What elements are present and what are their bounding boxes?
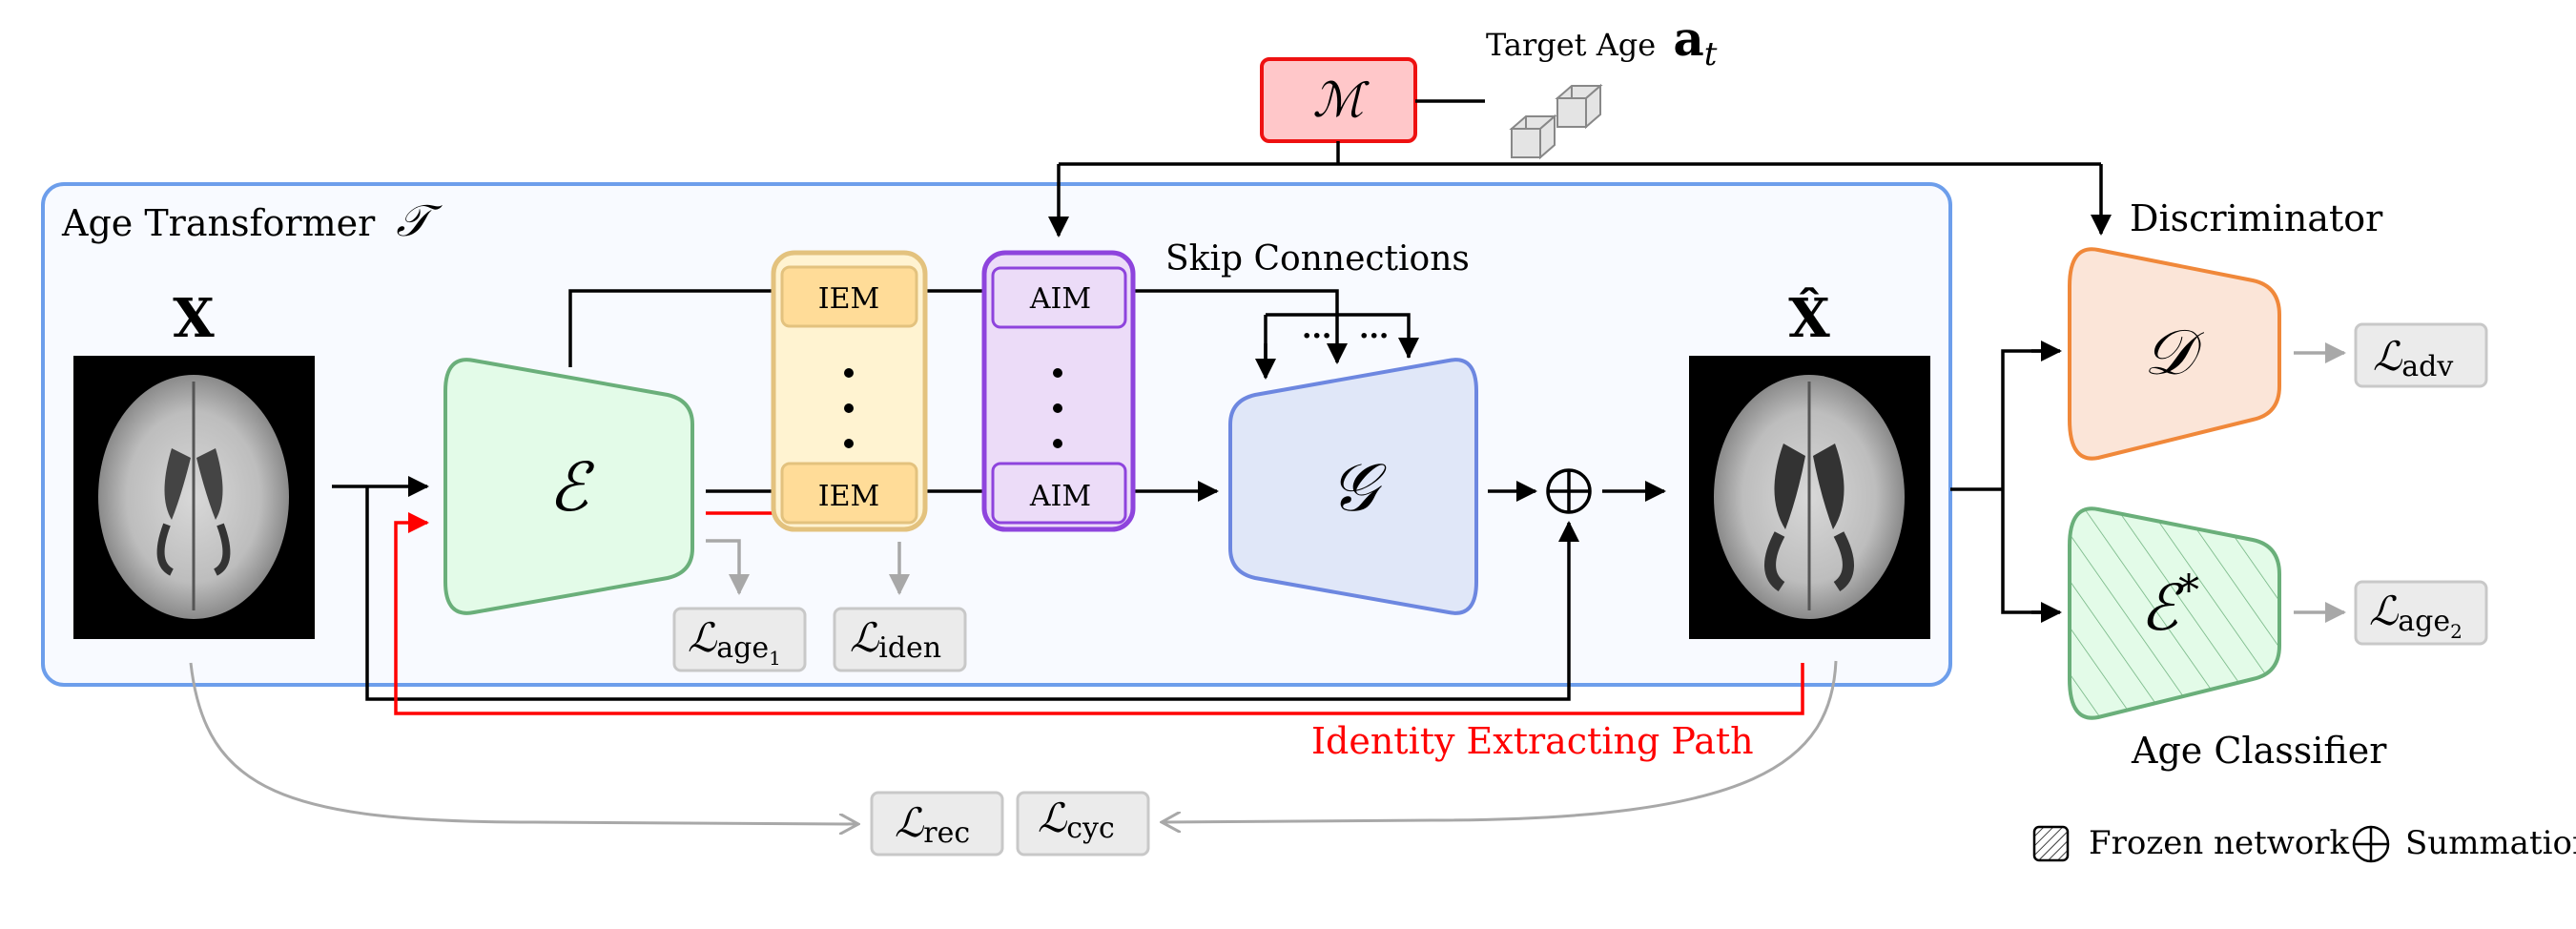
age-transformer-title: Age Transformer 𝒯 [61,195,443,246]
output-split-line [1950,349,2058,614]
svg-text:ℒiden: ℒiden [850,614,941,665]
input-x-label: X [173,287,215,350]
age-classifier-block [2068,506,2281,720]
aim-column: AIM AIM [981,250,1136,532]
summation-legend-label: Summation [2405,824,2576,862]
loss-age1: ℒage1 [672,607,807,672]
loss-adv: ℒadv [2354,322,2488,388]
target-age-label: Target Age at [1486,10,1718,73]
svg-text:AIM: AIM [1029,282,1091,316]
loss-iden: ℒiden [833,607,967,672]
svg-text:IEM: IEM [818,282,879,316]
skip-ellipsis-right: ··· [1359,320,1389,353]
aim-block-bottom [991,462,1127,525]
aim-block-top [991,266,1127,329]
iem-block-top [780,265,918,328]
encoder-skip-line [568,289,773,367]
discriminator-block [2068,247,2281,461]
summation-node [1546,468,1592,514]
output-xhat-label: X̂ [1788,286,1830,350]
input-brain-image [73,356,315,639]
frozen-network-legend-icon [2032,825,2070,862]
identity-extracting-path-label: Identity Extracting Path [1311,720,1754,762]
iem-column: IEM IEM [771,250,928,532]
svg-text:AIM: AIM [1029,480,1091,513]
svg-text:ℒcyc: ℒcyc [1038,795,1115,845]
target-age-vector-icon [1509,83,1603,160]
encoder-block [443,358,694,615]
frozen-network-legend-label: Frozen network [2089,824,2350,862]
age-classifier-symbol: ℰ* [2140,567,2199,645]
cyc-loss-curve [1162,660,1838,822]
discriminator-label: Discriminator [2130,197,2383,239]
loss-cyc: ℒcyc [1016,791,1150,857]
generator-block [1228,358,1478,615]
rec-loss-curve [189,662,858,824]
iem-block-bottom [780,462,918,525]
svg-text:ℒage2: ℒage2 [2369,588,2463,643]
legend: Frozen network Summation [2032,824,2576,863]
skip-ellipsis-left: ··· [1302,320,1331,353]
loss-age2: ℒage2 [2354,580,2488,646]
identity-extracting-path [394,512,1804,715]
age-classifier-label: Age Classifier [2131,730,2387,772]
summation-legend-icon [2352,825,2390,863]
output-brain-image [1689,356,1930,639]
input-residual-line [365,486,1579,701]
loss-rec: ℒrec [870,791,1004,857]
svg-text:ℒrec: ℒrec [895,799,970,850]
svg-text:IEM: IEM [818,480,879,513]
skip-connections-label: Skip Connections [1165,239,1470,279]
mapping-symbol: ℳ [1312,72,1370,128]
age1-loss-arrow [706,539,750,595]
svg-text:ℒage1: ℒage1 [688,614,781,670]
encoder-symbol: ℰ [548,448,595,526]
svg-text:ℒadv: ℒadv [2373,333,2453,383]
